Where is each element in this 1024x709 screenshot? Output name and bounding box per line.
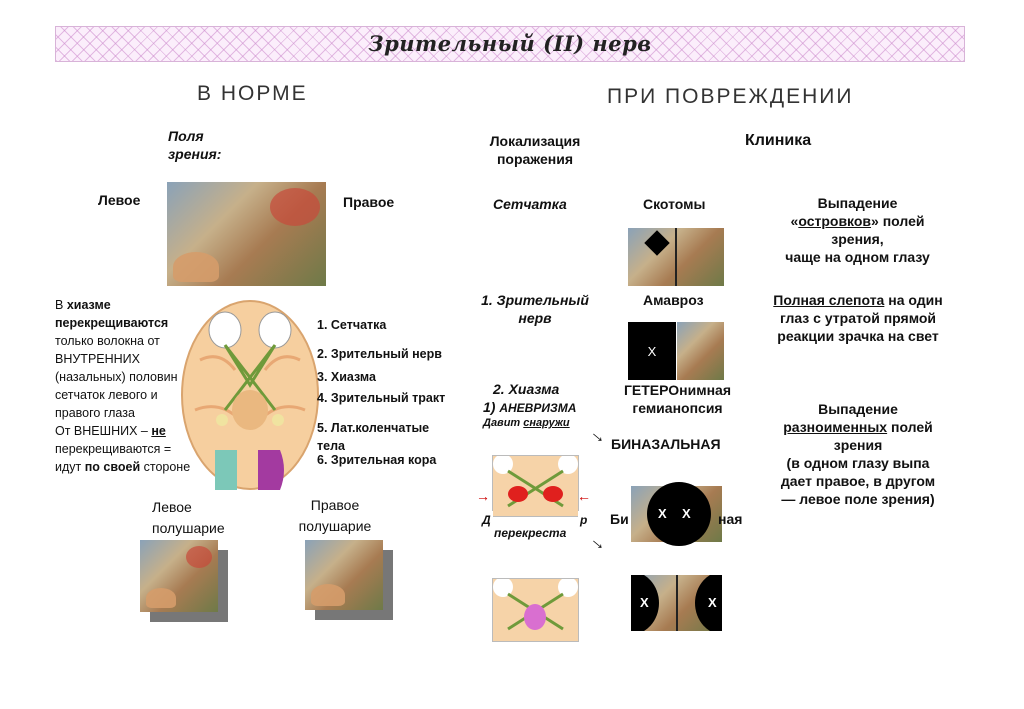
left-hemisphere-image: [140, 540, 218, 612]
amaurosis-image: X: [628, 322, 724, 380]
title-banner: Зрительный (II) нерв: [55, 26, 965, 62]
scotoma-image: [628, 228, 724, 286]
partial-label-left: Д: [480, 511, 493, 529]
scotoma-description: Выпадение «островков» полей зрения, чаще…: [785, 195, 930, 265]
amaurosis-description: Полная слепота на один глаз с утратой пр…: [773, 292, 943, 344]
brain-label-retina: 1. Сетчатка: [317, 318, 387, 332]
brain-label-optic-nerve: 2. Зрительный нерв: [317, 347, 442, 361]
bitemporal-mark-right: X: [708, 595, 717, 610]
left-field-label: Левое: [98, 192, 141, 208]
left-hemisphere-label: Левое полушарие: [152, 499, 225, 536]
right-hemisphere-image: [305, 540, 383, 610]
creation-of-adam-image: [167, 182, 326, 286]
heteronymous-description: Выпадение разноименных полей зрения (в о…: [780, 401, 936, 507]
binasal-mark-left: X: [658, 506, 667, 521]
blind-field-mark: X: [647, 343, 657, 359]
section-damage-heading: ПРИ ПОВРЕЖДЕНИИ: [607, 85, 854, 108]
clinic-column-header: Клиника: [745, 132, 812, 149]
right-field-label: Правое: [343, 194, 395, 210]
binasal-image: X X: [631, 482, 722, 546]
arrow-to-bitemporal-icon: →: [585, 528, 613, 556]
brain-label-lgn-cont: тела: [317, 439, 345, 453]
brain-label-lgn: 5. Лат.коленчатые: [317, 421, 430, 435]
brain-label-cortex: 6. Зрительная кора: [317, 453, 437, 467]
scotoma-spot-icon: [644, 230, 670, 256]
fields-of-vision-label: Поля зрения:: [168, 128, 222, 162]
binasal-mark-right: X: [682, 506, 691, 521]
arrow-to-binasal-icon: →: [585, 421, 613, 449]
bi-label-right: ная: [718, 511, 743, 527]
pressure-outside-label: Давит снаружи: [483, 417, 570, 429]
aneurysm-diagram: [492, 454, 579, 517]
pressure-arrow-left-icon: →: [476, 488, 490, 504]
right-hemisphere-label: Правое полушарие: [298, 497, 372, 534]
section-norm-heading: В НОРМЕ: [197, 82, 308, 105]
brain-visual-pathway-diagram: [181, 300, 319, 490]
chiasm-localization: 2. Хиазма: [493, 381, 560, 397]
pressure-arrow-right-icon: ←: [577, 488, 591, 504]
chiasm-explanation: В хиазме перекрещиваются только волокна …: [55, 298, 191, 474]
brain-label-chiasm: 3. Хиазма: [317, 370, 376, 384]
amaurosis-name: Амавроз: [643, 292, 704, 308]
brain-label-optic-tract: 4. Зрительный тракт: [317, 391, 446, 405]
optic-nerve-localization: 1. Зрительный нерв: [481, 292, 589, 326]
retina-localization: Сетчатка: [493, 196, 567, 212]
aneurysm-label: 1) АНЕВРИЗМА: [483, 399, 577, 415]
scotoma-name: Скотомы: [643, 196, 706, 212]
tumor-diagram: [492, 577, 579, 642]
page-title: Зрительный (II) нерв: [368, 31, 652, 56]
bi-label-left: Би: [610, 511, 629, 527]
localization-column-header: Локализация поражения: [489, 133, 581, 167]
crossing-label: перекреста: [494, 526, 567, 540]
bitemporal-mark-left: X: [640, 595, 649, 610]
bitemporal-image: X X: [631, 575, 722, 631]
binasal-label: БИНАЗАЛЬНАЯ: [611, 436, 721, 452]
partial-label-right: р: [578, 511, 590, 529]
